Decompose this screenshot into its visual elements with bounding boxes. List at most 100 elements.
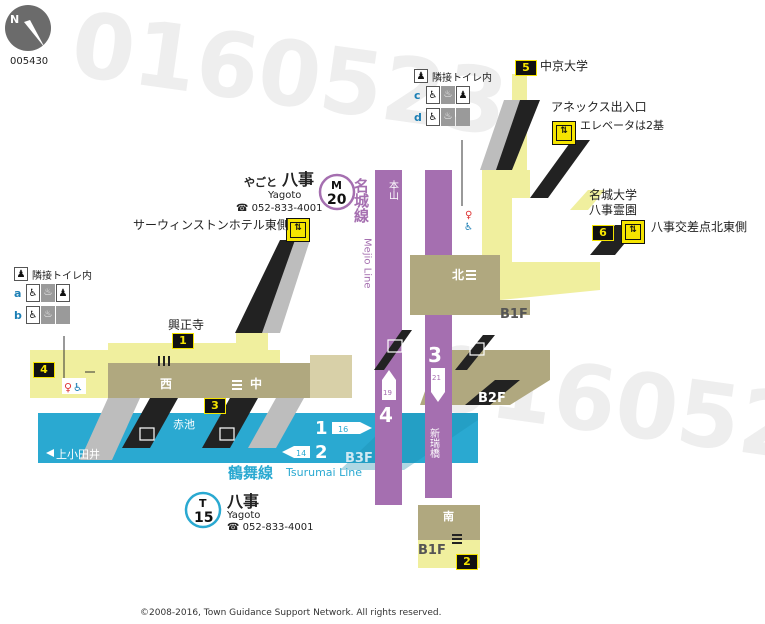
direction-arrow [332, 422, 372, 434]
gate-west: 西 [160, 377, 172, 391]
track-number: 1 [315, 418, 328, 439]
gate-north: 北 [452, 267, 464, 282]
exit-2-badge[interactable]: 2 [456, 554, 478, 570]
svg-text:♿: ♿ [464, 222, 473, 233]
direction-arrow [382, 370, 396, 400]
wheelchair-icon: ♿ [26, 306, 40, 324]
exit-6-label: 八事交差点北東側 [651, 220, 748, 234]
floor-b1f: B1F [418, 543, 446, 558]
exit-4-badge[interactable]: 4 [33, 362, 55, 378]
direction-arrow [282, 446, 310, 458]
direction-arrow [431, 368, 445, 402]
toilet-icon: ♀ ♿ [62, 378, 86, 394]
toilet-key: b [14, 308, 22, 322]
meijo-station-phone: ☎ 052-833-4001 [236, 203, 323, 214]
ticket-gate-marks [158, 356, 462, 544]
meijo-station-number-icon [318, 173, 356, 211]
ostomate-icon: ♨ [41, 306, 55, 324]
copyright: ©2008-2016, Town Guidance Support Networ… [140, 608, 442, 618]
tsurumai-line-roman: Tsurumai Line [285, 466, 362, 479]
toilet-table-title: 隣接トイレ内 [432, 72, 492, 84]
compass-letter: N [10, 13, 19, 26]
meijo-station-name: 八事 [282, 170, 315, 189]
exit-5-badge[interactable]: 5 [515, 60, 537, 76]
elevator-icon: ⇅ [552, 121, 576, 145]
exit-1-label: 興正寺 [168, 318, 205, 332]
svg-text:♀: ♀ [465, 210, 472, 221]
person-icon: ♟ [414, 69, 428, 83]
person-icon: ♟ [14, 267, 28, 281]
ostomate-icon: ♨ [441, 108, 455, 126]
annex-elevator-note: エレベータは2基 [580, 119, 664, 132]
gate-center: 中 [250, 376, 262, 391]
tsurumai-station-name: 八事 [227, 492, 260, 511]
tsurumai-station-number: 15 [194, 510, 213, 526]
west-gate-area [108, 363, 348, 398]
floor-b3f: B3F [345, 451, 373, 466]
gate-south: 南 [443, 509, 454, 523]
baby-icon: ♟ [456, 86, 470, 104]
track-number: 4 [379, 403, 393, 427]
compass-icon [5, 5, 51, 51]
meijo-univ-label-2: 八事霊園 [589, 203, 638, 217]
direction-arrow [46, 449, 54, 457]
tsurumai-station-number-icon [184, 491, 222, 529]
ticket-gate-marks [232, 270, 476, 390]
exit-1-badge[interactable]: 1 [172, 333, 194, 349]
track-number: 3 [428, 343, 442, 367]
annex-label: アネックス出入口 [551, 100, 647, 114]
tsurumai-line-name: 鶴舞線 [228, 464, 273, 482]
exit-3-badge[interactable]: 3 [204, 398, 226, 414]
train-number: 21 [432, 374, 441, 382]
toilet-key: a [14, 286, 22, 300]
meijo-station-roman: Yagoto [268, 190, 302, 201]
b1f-yellow-concourse [482, 170, 600, 300]
sun-winston-label: サーウィンストンホテル東側 [133, 218, 289, 232]
toilet-icon: ♀ ♿ [462, 206, 478, 233]
tsurumai-line-letter: T [199, 497, 207, 510]
toilet-table-west: ♟隣接トイレ内 a♿♨♟ b♿♨ [14, 266, 92, 326]
map-code: 005430 [10, 56, 49, 67]
meijo-track-4 [375, 170, 402, 505]
wheelchair-icon: ♿ [426, 108, 440, 126]
toilet-table-north: ♟隣接トイレ内 c♿♨♟ d♿♨ [414, 68, 492, 128]
meijo-line-letter: M [331, 179, 342, 192]
meijo-track-3 [425, 170, 452, 498]
train-number: 19 [383, 389, 392, 397]
meijo-line-roman: Mejio Line [362, 238, 373, 288]
tsurumai-station-roman: Yagoto [227, 510, 261, 521]
tsurumai-station-phone: ☎ 052-833-4001 [227, 522, 314, 533]
direction-label: 本山 [387, 179, 399, 200]
wheelchair-icon: ♿ [426, 86, 440, 104]
train-number: 14 [296, 449, 306, 458]
mid-stairs [310, 355, 352, 398]
direction-label: 新瑞橋 [428, 427, 440, 459]
toilet-key: c [414, 88, 421, 102]
toilet-table-title: 隣接トイレ内 [32, 270, 92, 282]
svg-text:♿: ♿ [73, 381, 83, 394]
escalator-marks [139, 339, 485, 441]
ostomate-icon: ♨ [441, 86, 455, 104]
floor-b1f: B1F [500, 307, 528, 322]
exit-6-badge[interactable]: 6 [592, 225, 614, 241]
shade-icon [456, 108, 470, 126]
meijo-line-name: 名城線 [352, 177, 370, 224]
toilet-key: d [414, 110, 422, 124]
baby-icon: ♟ [56, 284, 70, 302]
elevator-icon: ⇅ [286, 218, 310, 242]
ostomate-icon: ♨ [41, 284, 55, 302]
direction-label: 赤池 [173, 418, 195, 431]
wheelchair-icon: ♿ [26, 284, 40, 302]
svg-text:♀: ♀ [64, 381, 72, 394]
meijo-station-number: 20 [327, 192, 347, 208]
train-number: 16 [338, 425, 348, 434]
direction-label: 上小田井 [56, 447, 100, 461]
meijo-univ-label: 名城大学 [589, 188, 638, 202]
shade-icon [56, 306, 70, 324]
meijo-station-kana: やごと [244, 176, 277, 189]
passages [80, 100, 640, 460]
elevator-icon: ⇅ [621, 220, 645, 244]
floor-b2f: B2F [478, 391, 506, 406]
track-number: 2 [315, 442, 328, 463]
